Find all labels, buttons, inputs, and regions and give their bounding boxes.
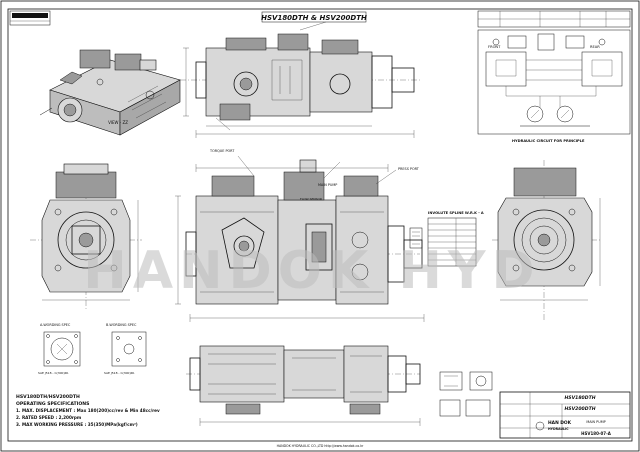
top-plan-view: [180, 21, 420, 138]
title-block-description: MAIN PUMP: [586, 420, 605, 424]
flange-b-label: B-WORDING SPEC: [106, 323, 137, 327]
bottom-elevation-view: [186, 345, 421, 426]
spec-heading: OPERATING SPECIFICATIONS: [16, 401, 89, 407]
inner-frame: [7, 8, 633, 442]
callout-torque-port: TORQUE PORT: [209, 149, 235, 153]
watermark: HANDOK HYD: [83, 241, 540, 301]
company-logo-icon: [535, 421, 545, 431]
footer-text: HANDOK HYDRAULIC CO.,LTD http://www.hand…: [277, 444, 364, 448]
hydraulic-circuit-label: HYDRAULIC CIRCUIT FOR PRINCIPLE: [512, 139, 585, 143]
flange-a-caption: SAE J518 - C(300)PA: [38, 371, 69, 375]
iso-view-label: VIEW - ZZ: [108, 120, 128, 125]
revision-table: [477, 10, 631, 28]
right-end-view: [492, 160, 601, 320]
revision-box-top-left: [9, 10, 51, 26]
flange-detail-b: B-WORDING SPEC SAE J518 - C(300)PA: [104, 323, 147, 375]
title-banner: HSV180DTH & HSV200DTH: [261, 11, 367, 23]
flange-detail-a: A-WORDING SPEC SAE J518 - C(300)PA: [38, 323, 81, 375]
title-block-title-1: HSV180DTH: [564, 395, 595, 401]
title-block-company-2: HYDRAULIC: [548, 427, 569, 431]
section-details: [439, 371, 493, 417]
isometric-pump-view: [39, 49, 181, 136]
main-front-view: [175, 155, 425, 322]
flange-a-label: A-WORDING SPEC: [40, 323, 71, 327]
spec-line-2: 2. RATED SPEED : 2,200rpm: [16, 415, 82, 420]
callout-main-pump: MAIN PUMP: [318, 183, 337, 187]
title-block: HSV180DTH HSV200DTH MAIN PUMP HAN DOK HY…: [499, 391, 631, 439]
callout-flow-sensor: FLOW SENSOR: [300, 197, 322, 201]
operating-specifications: HSV180DTH/HSV200DTH OPERATING SPECIFICAT…: [16, 394, 160, 427]
spec-line-1: 1. MAX. DISPLACEMENT : Max 180(200)cc/re…: [16, 408, 160, 413]
title-block-company-1: HAN DOK: [548, 420, 572, 426]
spec-line-3: 3. MAX WORKING PRESSURE : 35(350)MPa(kgf…: [16, 422, 138, 427]
hydraulic-circuit: FRONT REAR: [477, 29, 631, 135]
spline-table: [409, 217, 477, 267]
title-block-drawing-no: HSV180-07-A: [581, 431, 612, 436]
left-end-view: [30, 163, 142, 310]
spec-model: HSV180DTH/HSV200DTH: [16, 394, 80, 400]
callout-press-port: PRESS PORT: [398, 167, 420, 171]
flange-b-caption: SAE J518 - C(300)PA: [104, 371, 135, 375]
circuit-front-label: FRONT: [488, 45, 501, 49]
title-banner-text: HSV180DTH & HSV200DTH: [261, 14, 367, 22]
circuit-rear-label: REAR: [590, 45, 600, 49]
spline-label: INVOLUTE SPLINE W.R.K - A: [428, 211, 484, 215]
title-block-title-2: HSV200DTH: [564, 406, 595, 412]
